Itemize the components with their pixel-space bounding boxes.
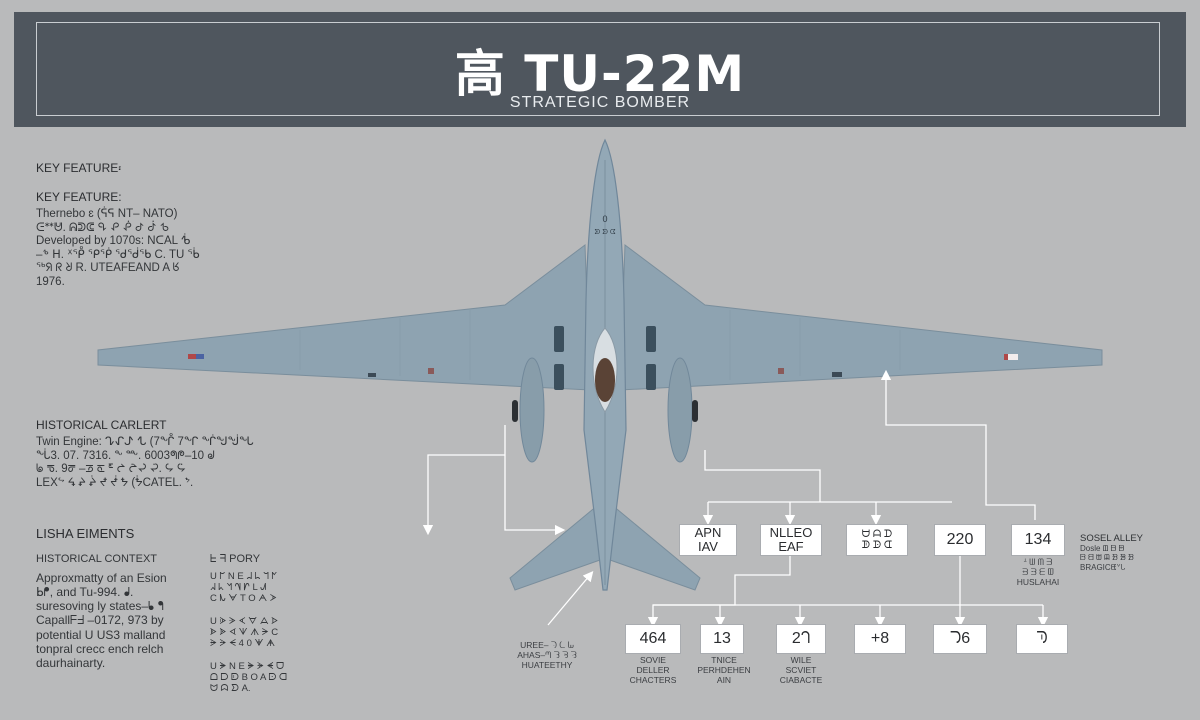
stat-box-1: 464 (625, 624, 681, 654)
stat-caption-3: WILE SCVIET CIABACTE (779, 655, 823, 685)
aircraft-illustration: 0 ᗥ ᗦ ᗧ (97, 138, 1103, 591)
engine-left (519, 357, 545, 463)
wing-marking-right (1004, 354, 1008, 360)
wing-marking-small (778, 368, 784, 374)
wing-slot (554, 364, 564, 390)
key-features-text: Thernebo ɛ (ᕌᕋ NT– NATO) ᕮᕯᕰ. ᕱᕲᕳ ᕴ ᕵ ᕶ … (36, 208, 200, 288)
wing-marking-small (368, 373, 376, 377)
stat-box-5: ᘄ6 (933, 624, 987, 654)
bottom-left-caption: UREE– ᘆ ᘇ ᘈ AHAS–ᘉ ᘊ ᘋ ᘌ HUATEETHY (517, 640, 577, 670)
stat-box-6: ᘅ (1016, 624, 1068, 654)
wing-marking-left (196, 354, 204, 359)
banner-frame (36, 22, 1160, 116)
nose-text: ᗥ ᗦ ᗧ (594, 228, 616, 236)
tail-left (509, 503, 601, 591)
intake-left (512, 400, 518, 422)
spec-box-2: NLLEO EAF (760, 524, 822, 556)
wing-left (97, 244, 591, 391)
stat-box-3: 2ᘃ (776, 624, 826, 654)
page-subtitle: STRATEGIC BOMBER (509, 94, 691, 111)
wing-slot (554, 326, 564, 352)
spec-box-5: 134 (1011, 524, 1065, 556)
wing-panel-lines (299, 310, 901, 380)
historical-text: Twin Engine: ᖊᖋᖌ ᖍ (7ᖎ 7ᖏ ᖐᖑᖒᖓ ᖔ3. 07. 7… (36, 436, 254, 489)
spec-box-1: APN IAV (679, 524, 737, 556)
wing-slot (646, 326, 656, 352)
spec-box-3: ᗨ ᗩ ᗪ ᗫ ᗬ ᗭ (846, 524, 908, 556)
key-features-top-heading: KEY FEATURE፡ (36, 161, 122, 175)
context-text: Approxmatty of an Esion ᖯᖰ, and Tu-994. … (36, 571, 167, 670)
intake-right (692, 400, 698, 422)
historical-heading: HISTORICAL CARLERT (36, 418, 167, 432)
side-heading: ᖶ ᖷ PORY (210, 553, 261, 565)
wing-marking-small (428, 368, 434, 374)
header-banner: 高 TU-22M STRATEGIC BOMBER (14, 12, 1186, 127)
elements-heading: LISHA EIMENTS (36, 526, 135, 541)
key-features-heading: KEY FEATURE: (36, 190, 122, 204)
right-note-text: Dosle ᗶ ᗷ ᗸ ᗹ ᗺ ᗻ ᗼ ᗽ ᗾ ᗿ BRAGICᘀᘁᘂ (1080, 544, 1134, 572)
wing-slot (646, 364, 656, 390)
wing-marking-right (1004, 354, 1018, 360)
stat-box-4: +8 (854, 624, 906, 654)
page-title: 高 TU-22M (454, 45, 746, 103)
spec-box-4: 220 (934, 524, 986, 556)
side-text: U ᖸ N E ᖹ ᖺ ᖻ ᖼ ᖽ ᖾ ᖿ ᗀ ᗁ L ᗂ C ᗃ ᗄ T O … (210, 571, 287, 695)
stat-caption-1: SOVIE DELLER CHACTERS (629, 655, 677, 685)
context-heading: HISTORICAL CONTEXT (36, 553, 158, 565)
stat-box-2: 13 (700, 624, 744, 654)
wing-right (619, 244, 1103, 391)
nose-marker: 0 (602, 214, 607, 224)
row1-side-caption: ᗮ ᗯ ᗰ ᗱ ᗲ ᗳ ᗴ ᗵ HUSLAHAI (1016, 557, 1060, 587)
canopy-glass (595, 358, 615, 402)
connector-lines (422, 369, 1049, 628)
engine-right (667, 357, 693, 463)
right-note-heading: SOSEL ALLEY (1080, 533, 1144, 544)
wing-marking-small (832, 372, 842, 377)
stat-caption-2: TNICE PERHDEHEN AIN (697, 655, 751, 685)
